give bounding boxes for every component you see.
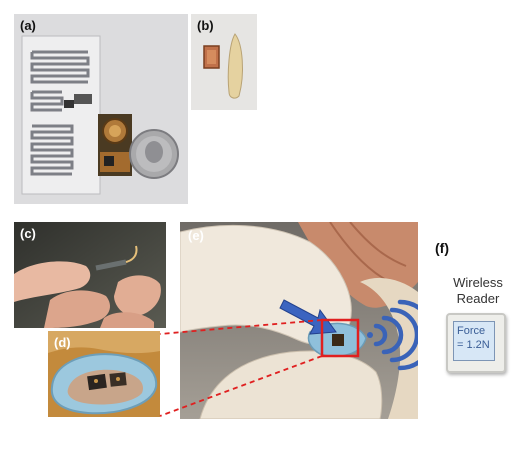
- panel-d-implant-photo: (d): [48, 331, 160, 417]
- panel-c-hand-photo: (c): [14, 222, 166, 328]
- wireless-reader-device: Force = 1.2N: [446, 313, 506, 373]
- reader-title-line-1: Wireless: [453, 275, 503, 290]
- panel-b-component-photo: (b): [191, 14, 257, 110]
- panel-a-sensor-photo: (a): [14, 14, 188, 204]
- reader-screen-line-1: Force: [457, 325, 486, 337]
- panel-d-label: (d): [54, 335, 71, 350]
- sensor-array-image: [14, 14, 188, 204]
- reader-screen-line-2: = 1.2N: [457, 339, 490, 351]
- implant-with-chips-image: [48, 331, 160, 417]
- panel-a-label: (a): [20, 18, 36, 33]
- component-image: [191, 14, 257, 110]
- panel-e-label: (e): [188, 228, 204, 243]
- panel-e-knee-photo: (e): [180, 222, 418, 419]
- panel-f-label: (f): [435, 240, 449, 256]
- knee-model-image: [180, 222, 418, 419]
- reader-screen: Force = 1.2N: [453, 321, 495, 361]
- panel-b-label: (b): [197, 18, 214, 33]
- panel-c-label: (c): [20, 226, 36, 241]
- reader-title-line-2: Reader: [456, 291, 500, 306]
- wireless-reader-title: Wireless Reader: [437, 275, 519, 307]
- hand-holding-sensor-image: [14, 222, 166, 328]
